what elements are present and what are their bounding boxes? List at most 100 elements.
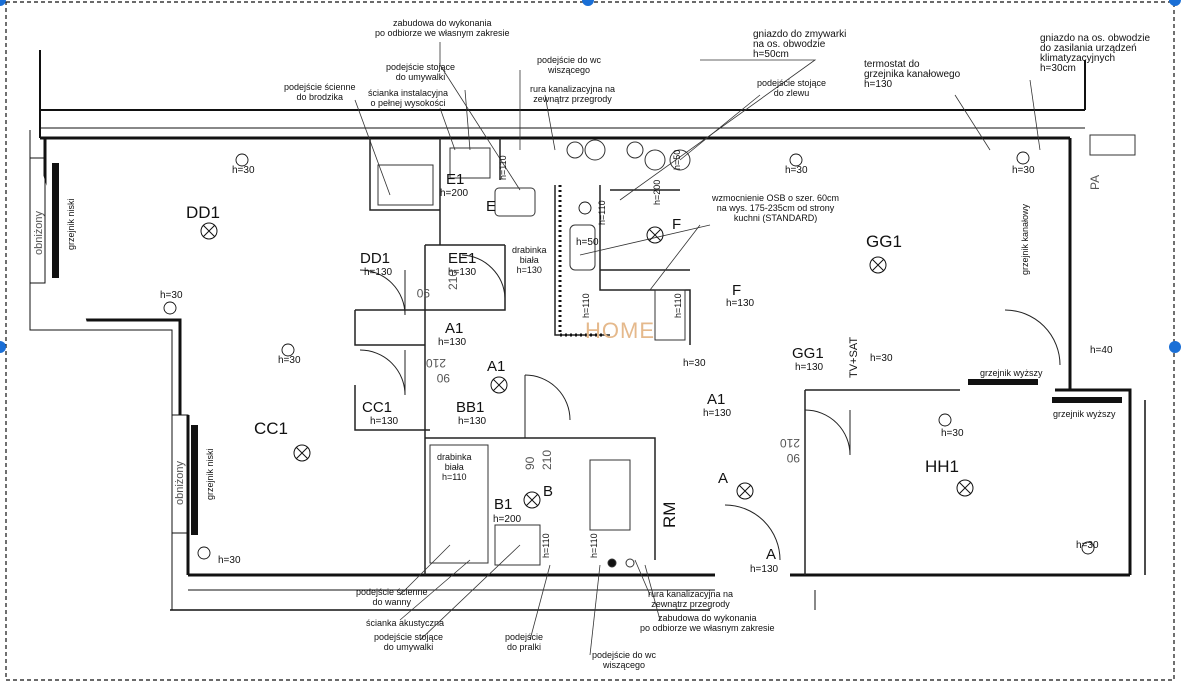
symbol-dd1: DD1: [360, 250, 391, 267]
symbol-a1-hall: A1: [445, 320, 464, 337]
symbol-dd1-height: h=130: [364, 267, 393, 278]
height-h40: h=40: [1090, 345, 1113, 356]
symbol-b1-height: h=200: [493, 514, 522, 525]
symbol-a: A: [718, 470, 729, 487]
height-h110-d: h=110: [673, 293, 683, 318]
note-gniazdo-zmywarki: gniazdo do zmywarki na os. obwodzie h=50…: [753, 29, 847, 60]
light-a1: [490, 376, 508, 394]
windows: [29, 157, 189, 534]
height-h110-a: h=110: [498, 155, 508, 180]
symbol-bb1: BB1: [456, 399, 485, 416]
note-podejscie-brodzika: podejście ścienne do brodzika: [284, 82, 356, 102]
watermark-home: HOME: [585, 318, 655, 343]
light-dd1: [200, 222, 218, 240]
leader-lines: [354, 42, 1041, 656]
room-label-cc1: CC1: [254, 419, 289, 438]
height-h50-b: h=50: [576, 237, 599, 248]
symbol-f-right-height: h=130: [726, 298, 755, 309]
light-points: [200, 222, 974, 509]
light-cc1: [293, 444, 311, 462]
light-b: [523, 491, 541, 509]
height-cc1-socket: h=30: [278, 355, 301, 366]
symbol-a1-right-height: h=130: [703, 408, 732, 419]
note-obnizony-1: obniżony: [33, 210, 45, 255]
light-f: [646, 226, 664, 244]
socket-symbols: [163, 151, 1095, 560]
note-scianka-instalacyjna: ścianka instalacyjna o pełnej wysokości: [368, 88, 449, 108]
osb-reinforcement: [558, 185, 605, 337]
note-podejscie-pralki: podejście do pralki: [505, 632, 544, 652]
door-mark-210-b: 210: [425, 356, 446, 370]
height-h50-a: h=50: [672, 149, 682, 170]
height-gg1-socket: h=30: [785, 165, 808, 176]
door-mark-90-d: 90: [786, 451, 800, 465]
symbol-rm: RM: [660, 501, 679, 528]
note-podejscie-umywalki-bottom: podejście stojące do umywalki: [374, 632, 444, 652]
height-h110-b: h=110: [597, 200, 607, 225]
note-zabudowa-bottom: zabudowa do wykonania po odbiorze we wła…: [640, 613, 775, 633]
note-rura-kanalizacyjna-top: rura kanalizacyjna na zewnątrz przegrody: [530, 84, 616, 104]
height-hh1-socket: h=30: [941, 428, 964, 439]
outer-walls: [29, 50, 1146, 611]
symbol-a-door: A: [766, 546, 777, 563]
note-drabinka-bottom: drabinka biała h=110: [437, 452, 472, 482]
door-mark-90-a: 90: [416, 286, 430, 300]
height-cc1-bottom-socket: h=30: [218, 555, 241, 566]
symbol-gg1: GG1: [792, 345, 824, 362]
symbol-e1: E1: [446, 171, 465, 188]
symbol-b: B: [543, 483, 554, 500]
symbol-f: F: [672, 216, 682, 233]
door-mark-90-b: 90: [436, 371, 450, 385]
height-tv-socket: h=30: [870, 353, 893, 364]
door-mark-210-d: 210: [779, 436, 800, 450]
room-label-dd1: DD1: [186, 203, 221, 222]
note-podejscie-umywalki: podejście stojące do umywalki: [386, 62, 456, 82]
resize-handle-middle-right[interactable]: [1169, 341, 1181, 353]
symbol-a1-hall-height: h=130: [438, 337, 467, 348]
note-termostat: termostat do grzejnika kanałowego h=130: [864, 59, 961, 90]
resize-handle-top-right[interactable]: [1169, 0, 1181, 6]
note-gniazdo-klima: gniazdo na os. obwodzie do zasilania urz…: [1040, 33, 1151, 74]
symbol-f-right: F: [732, 282, 742, 299]
note-pa: PA: [1088, 174, 1102, 190]
height-klima-socket: h=30: [1012, 165, 1035, 176]
symbol-gg1-height: h=130: [795, 362, 824, 373]
note-zabudowa-top: zabudowa do wykonania po odbiorze we wła…: [375, 18, 510, 38]
note-drabinka-top: drabinka biała h=130: [512, 245, 547, 275]
note-grzejnik-kanalowy: grzejnik kanałowy: [1020, 203, 1030, 275]
door-mark-210-a: 210: [446, 269, 460, 290]
symbol-e: E: [486, 198, 497, 215]
symbol-tv-sat: TV+SAT: [848, 336, 860, 378]
note-podejscie-wanny: podejście ścienne do wanny: [356, 587, 428, 607]
symbol-e1-height: h=200: [440, 188, 469, 199]
resize-handle-middle-left[interactable]: [0, 341, 6, 353]
symbol-ee1: EE1: [448, 250, 477, 267]
door-mark-90-c: 90: [523, 456, 537, 470]
radiators: [52, 163, 1122, 535]
resize-handle-top-left[interactable]: [0, 0, 6, 6]
note-podejscie-zlewu: podejście stojące do zlewu: [757, 78, 827, 98]
height-kitchen-h30: h=30: [683, 358, 706, 369]
room-label-gg1: GG1: [866, 232, 902, 251]
note-grzejnik-niski-2: grzejnik niski: [205, 448, 215, 500]
note-wzmocnienie-osb: wzmocnienie OSB o szer. 60cm na wys. 175…: [712, 193, 840, 223]
light-gg1: [869, 256, 887, 274]
symbol-cc1-height: h=130: [370, 416, 399, 427]
height-h200: h=200: [652, 179, 662, 205]
doors: [359, 254, 1061, 561]
symbol-ee1-height: h=130: [448, 267, 477, 278]
resize-handle-top-center[interactable]: [582, 0, 594, 6]
symbol-a-door-height: h=130: [750, 564, 779, 575]
note-grzejnik-niski-1: grzejnik niski: [66, 198, 76, 250]
note-grzejnik-wyzszy-1: grzejnik wyższy: [980, 368, 1043, 378]
light-a: [736, 482, 754, 500]
symbol-a1-center: A1: [487, 358, 506, 375]
height-hh1-bottom-socket: h=30: [1076, 540, 1099, 551]
symbol-bb1-height: h=130: [458, 416, 487, 427]
height-dd1-socket: h=30: [232, 165, 255, 176]
note-obnizony-2: obniżony: [174, 460, 186, 505]
symbol-cc1: CC1: [362, 399, 393, 416]
note-grzejnik-wyzszy-2: grzejnik wyższy: [1053, 409, 1116, 419]
symbol-a1-right: A1: [707, 391, 726, 408]
